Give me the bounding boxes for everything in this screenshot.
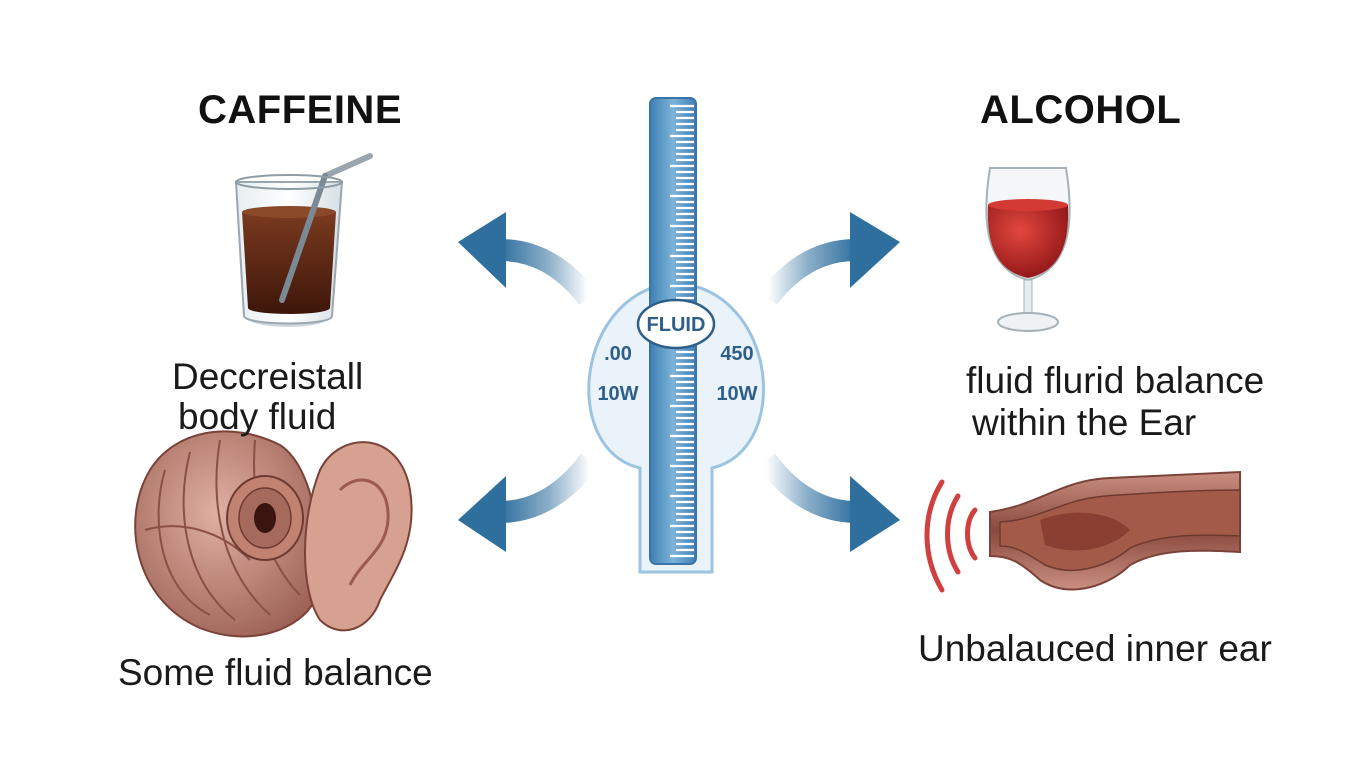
alcohol-caption-line1: fluid flurid balance [966,362,1264,400]
gauge-label: FLUID [647,314,706,336]
inner-ear-icon [135,431,411,636]
alcohol-bottom-caption: Unbalauced inner ear [918,630,1272,668]
arrow-down-right [766,460,900,552]
gauge-left-top: .00 [604,343,632,365]
gauge-left-bottom: 10W [597,383,638,405]
coffee-glass-icon [236,156,370,327]
caffeine-bottom-caption: Some fluid balance [118,654,433,692]
arrow-up-left [458,212,588,298]
gauge-right-top: 450 [720,343,753,365]
caffeine-caption-line1: Deccreistall [172,358,363,396]
sound-wave-icon [927,482,975,590]
caffeine-caption-line2: body fluid [178,398,336,436]
arrow-up-right [768,212,900,298]
arrow-down-left [458,460,590,552]
alcohol-title: ALCOHOL [980,88,1181,133]
ear-canal-icon [927,472,1240,590]
caffeine-title: CAFFEINE [198,88,402,133]
gauge-right-bottom: 10W [716,383,757,405]
wine-glass-icon [986,168,1069,331]
alcohol-caption-line2: within the Ear [972,404,1196,442]
